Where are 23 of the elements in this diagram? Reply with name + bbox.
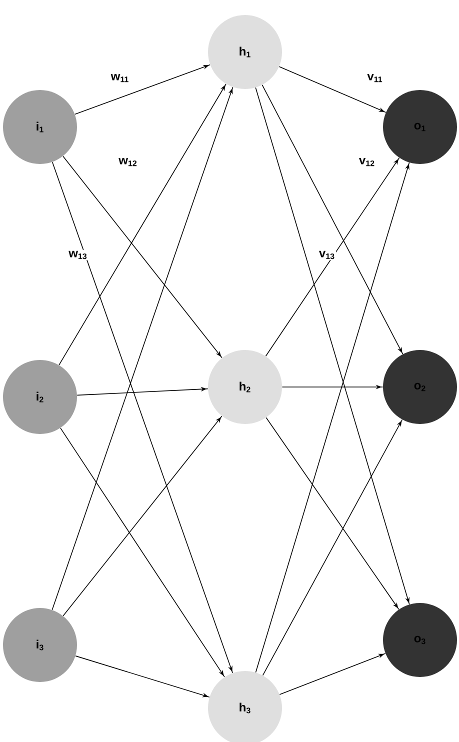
weight-label: v$_{13}$ (318, 250, 336, 260)
weight-label: v$_{11}$ (366, 72, 384, 84)
arrow (76, 386, 208, 396)
arrow (262, 84, 404, 354)
arrow (278, 66, 386, 113)
arrow (265, 157, 400, 357)
arrow (62, 156, 222, 358)
arrow (279, 653, 386, 695)
arrow (266, 417, 400, 610)
weight-label: v$_{12}$ (358, 156, 376, 168)
arrow (262, 419, 403, 676)
arrow (75, 656, 210, 698)
weight-label: w$_{13}$ (68, 250, 88, 260)
weight-label: w$_{12}$ (118, 156, 138, 168)
arrow (58, 84, 226, 366)
arrow (255, 87, 410, 605)
arrow (52, 86, 234, 610)
arrow (60, 428, 225, 678)
arrow (52, 162, 234, 674)
arrow (74, 64, 210, 115)
arrow (62, 416, 222, 616)
weight-label: w$_{11}$ (110, 72, 130, 84)
arrow (255, 162, 410, 673)
